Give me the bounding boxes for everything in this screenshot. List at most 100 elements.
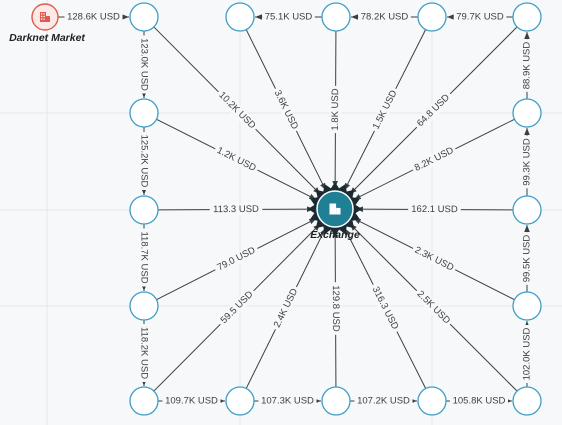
edge-amount-label: 128.6K USD — [67, 12, 120, 23]
edge-amount-label: 129.8 USD — [330, 285, 341, 332]
edge-amount-label: 113.3 USD — [213, 204, 259, 215]
edge-r5-r4[interactable]: 102.0K USD — [521, 321, 533, 387]
edge-label-background — [138, 35, 150, 94]
edge-t3-exchange[interactable]: 1.8K USD — [329, 30, 342, 189]
node-r3[interactable] — [512, 195, 542, 225]
edge-c3-c4[interactable]: 118.7K USD — [138, 224, 150, 291]
edge-label-background — [367, 281, 403, 335]
edge-c4-c5[interactable]: 118.2K USD — [138, 320, 150, 386]
edge-amount-label: 75.1K USD — [265, 12, 313, 23]
node-c3[interactable] — [129, 195, 159, 225]
wallet-node-circle — [512, 386, 542, 416]
edge-amount-label: 2.3K USD — [413, 245, 456, 274]
node-b3[interactable] — [321, 386, 351, 416]
edge-r2-r1[interactable]: 88.9K USD — [521, 32, 533, 99]
edge-label-background — [209, 203, 263, 216]
edge-amount-label: 1.8K USD — [330, 88, 341, 130]
wallet-node-circle — [129, 98, 159, 128]
node-market[interactable]: Darknet Market — [9, 3, 85, 44]
wallet-node-circle — [225, 386, 255, 416]
edge-r4-r3[interactable]: 99.5K USD — [521, 225, 533, 292]
edge-label-background — [138, 132, 150, 190]
edge-amount-label: 78.2K USD — [361, 12, 409, 23]
edge-b2-b3[interactable]: 107.3K USD — [254, 395, 321, 407]
node-c1[interactable] — [129, 2, 159, 32]
edge-amount-label: 316.3 USD — [370, 285, 401, 332]
edge-label-background — [216, 286, 258, 329]
node-b4[interactable] — [417, 386, 447, 416]
edge-label-background — [521, 39, 533, 92]
node-r5[interactable] — [512, 386, 542, 416]
edge-label: 79.0 USD — [212, 243, 261, 276]
node-c2[interactable] — [129, 98, 159, 128]
edge-label-background — [412, 89, 455, 132]
edge-r5-exchange[interactable]: 2.5K USD — [349, 223, 518, 392]
edge-c2-c3[interactable]: 125.2K USD — [138, 127, 150, 195]
edge-label-background — [329, 282, 342, 335]
edge-market-c1[interactable]: 128.6K USD — [58, 11, 129, 23]
edge-c1-exchange[interactable]: 10.2K USD — [153, 26, 321, 195]
edge-t4-t3[interactable]: 78.2K USD — [351, 11, 418, 23]
node-r2[interactable] — [512, 98, 542, 128]
edge-r1-exchange[interactable]: 64.8 USD — [349, 26, 518, 195]
edge-b3-b4[interactable]: 107.2K USD — [350, 395, 417, 407]
edge-amount-label: 118.7K USD — [139, 231, 150, 283]
wallet-node-circle — [512, 98, 542, 128]
node-exchange[interactable]: Exchange — [308, 182, 362, 241]
edge-c3-exchange[interactable]: 113.3 USD — [157, 203, 315, 216]
edge-r1-t4[interactable]: 79.7K USD — [447, 11, 513, 23]
edge-label-background — [521, 325, 533, 383]
edge-label: 107.3K USD — [258, 395, 317, 407]
edge-label: 78.2K USD — [358, 11, 411, 23]
edge-label: 64.8 USD — [412, 89, 455, 132]
edge-label: 8.2K USD — [410, 143, 458, 176]
edge-label: 99.5K USD — [521, 232, 533, 285]
node-c4[interactable] — [129, 291, 159, 321]
node-c5[interactable] — [129, 386, 159, 416]
edge-label-background — [64, 11, 123, 23]
edge-label: 10.2K USD — [214, 87, 260, 134]
edge-c5-b2[interactable]: 109.7K USD — [158, 395, 225, 407]
node-r4[interactable] — [512, 291, 542, 321]
node-r1[interactable] — [512, 2, 542, 32]
wallet-node-circle — [225, 2, 255, 32]
node-label: Exchange — [310, 229, 360, 241]
edge-c1-c2[interactable]: 123.0K USD — [138, 31, 150, 98]
edge-amount-label: 2.4K USD — [272, 287, 301, 330]
edge-b4-r5[interactable]: 105.8K USD — [446, 395, 512, 407]
edge-r3-exchange[interactable]: 162.1 USD — [355, 203, 514, 216]
edge-label-background — [138, 228, 150, 287]
edge-label-background — [410, 143, 458, 176]
edge-label-background — [270, 86, 302, 134]
edge-label-background — [262, 11, 315, 23]
edge-amount-label: 88.9K USD — [522, 42, 533, 90]
edge-c5-exchange[interactable]: 59.5 USD — [153, 223, 321, 392]
node-t3[interactable] — [321, 2, 351, 32]
edge-label: 88.9K USD — [521, 39, 533, 92]
edge-amount-label: 10.2K USD — [216, 90, 257, 132]
edge-label: 125.2K USD — [138, 132, 150, 190]
edge-label-background — [453, 11, 507, 23]
edge-label-background — [329, 85, 342, 134]
wallet-node-circle — [321, 386, 351, 416]
edge-label: 1.8K USD — [329, 85, 342, 134]
edge-b3-exchange[interactable]: 129.8 USD — [329, 229, 342, 388]
node-t2[interactable] — [225, 2, 255, 32]
wallet-node-circle — [129, 291, 159, 321]
node-label: Darknet Market — [9, 32, 85, 44]
edge-label: 102.0K USD — [521, 325, 533, 383]
edge-t3-t2[interactable]: 75.1K USD — [255, 11, 322, 23]
edge-r3-r2[interactable]: 99.3K USD — [521, 128, 533, 196]
edge-amount-label: 2.5K USD — [415, 289, 453, 327]
edge-amount-label: 3.6K USD — [272, 88, 301, 131]
wallet-node-circle — [129, 2, 159, 32]
edge-amount-label: 107.3K USD — [261, 396, 314, 407]
edge-label: 2.5K USD — [412, 286, 455, 329]
node-t4[interactable] — [417, 2, 447, 32]
node-b2[interactable] — [225, 386, 255, 416]
wallet-node-circle — [129, 195, 159, 225]
wallet-node-circle — [512, 2, 542, 32]
edge-label-background — [214, 87, 260, 134]
